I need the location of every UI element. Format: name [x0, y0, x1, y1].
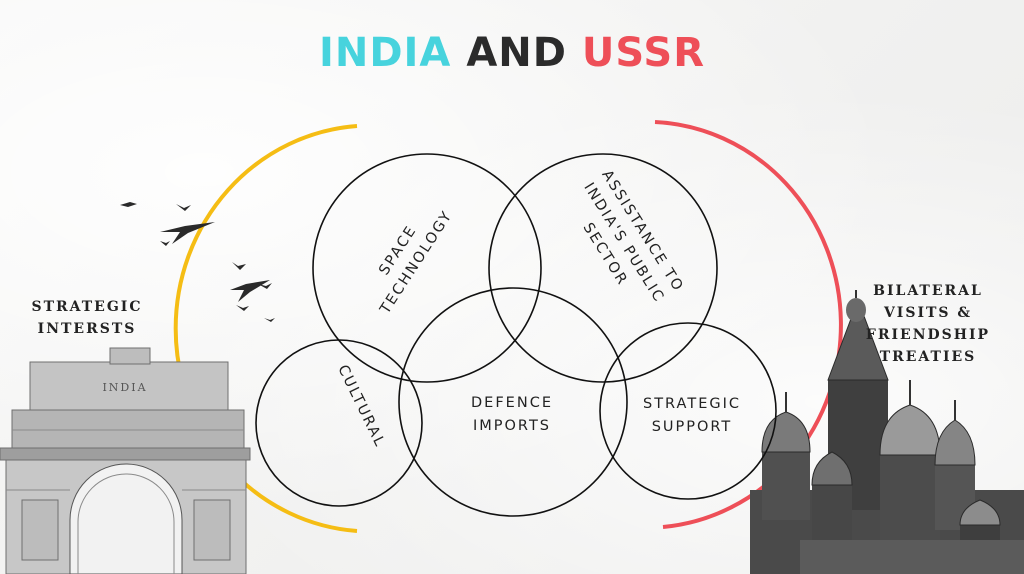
circle-assistance: [488, 153, 718, 383]
title-ussr: USSR: [581, 30, 706, 76]
bilateral-line2: VISITS &: [883, 305, 973, 321]
india-gate-icon: INDIA: [0, 347, 251, 574]
birds-icon: [120, 202, 275, 322]
strategic-interests-line2: INTERSTS: [37, 321, 137, 337]
title-and: AND: [466, 30, 567, 76]
defence-line2: IMPORTS: [473, 418, 551, 434]
bilateral-line1: BILATERAL: [873, 283, 983, 299]
circle-strategic-support: [599, 322, 777, 500]
cultural-label: CULTURAL: [334, 363, 388, 451]
red-arc: [654, 120, 843, 529]
india-gate-inscription: INDIA: [102, 381, 147, 394]
circle-defence-imports: [398, 287, 628, 517]
circle-cultural: [255, 339, 423, 507]
strategic-line2: SUPPORT: [652, 419, 733, 435]
defence-line1: DEFENCE: [471, 395, 553, 411]
strategic-line1: STRATEGIC: [643, 396, 741, 412]
page-title: INDIA AND USSR: [0, 30, 1024, 76]
strategic-interests-line1: STRATEGIC: [31, 299, 143, 315]
yellow-arc: [173, 124, 358, 533]
bilateral-visits-label: BILATERAL VISITS & FRIENDSHIP TREATIES: [858, 280, 998, 368]
bilateral-line3: FRIENDSHIP: [865, 327, 991, 343]
strategic-interests-label: STRATEGIC INTERSTS: [22, 296, 152, 340]
kremlin-cathedral-icon: [750, 290, 1024, 574]
circle-space-technology: [312, 153, 542, 383]
bilateral-line4: TREATIES: [879, 349, 977, 365]
title-india: INDIA: [318, 30, 452, 76]
